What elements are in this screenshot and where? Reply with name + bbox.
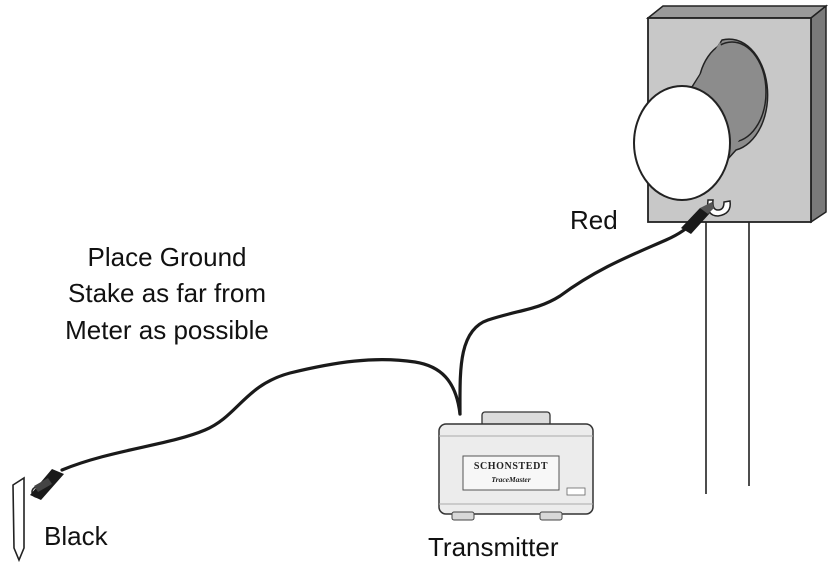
case-brand-text: SCHONSTEDT	[474, 461, 548, 472]
label-black: Black	[44, 521, 109, 551]
label-transmitter: Transmitter	[428, 532, 559, 562]
meter-box-side	[645, 5, 829, 19]
meter-face	[633, 85, 731, 201]
cable-red	[458, 218, 697, 416]
case-model-text: TraceMaster	[491, 475, 530, 484]
label-red: Red	[570, 205, 618, 235]
meter-box-edge	[810, 4, 827, 224]
utility-meter	[633, 4, 829, 494]
case-latch-right	[539, 511, 563, 521]
red-clip	[681, 202, 714, 234]
note-line-1: Place Ground	[88, 242, 247, 272]
cable-black	[60, 358, 462, 472]
note-line-3: Meter as possible	[65, 315, 269, 345]
transmitter-case: SCHONSTEDT TraceMaster	[438, 411, 594, 521]
case-label-plate	[462, 455, 560, 491]
black-clip	[30, 469, 64, 500]
case-latch-left	[451, 511, 475, 521]
note-line-2: Stake as far from	[68, 278, 266, 308]
meter-ground-lug	[706, 199, 731, 217]
